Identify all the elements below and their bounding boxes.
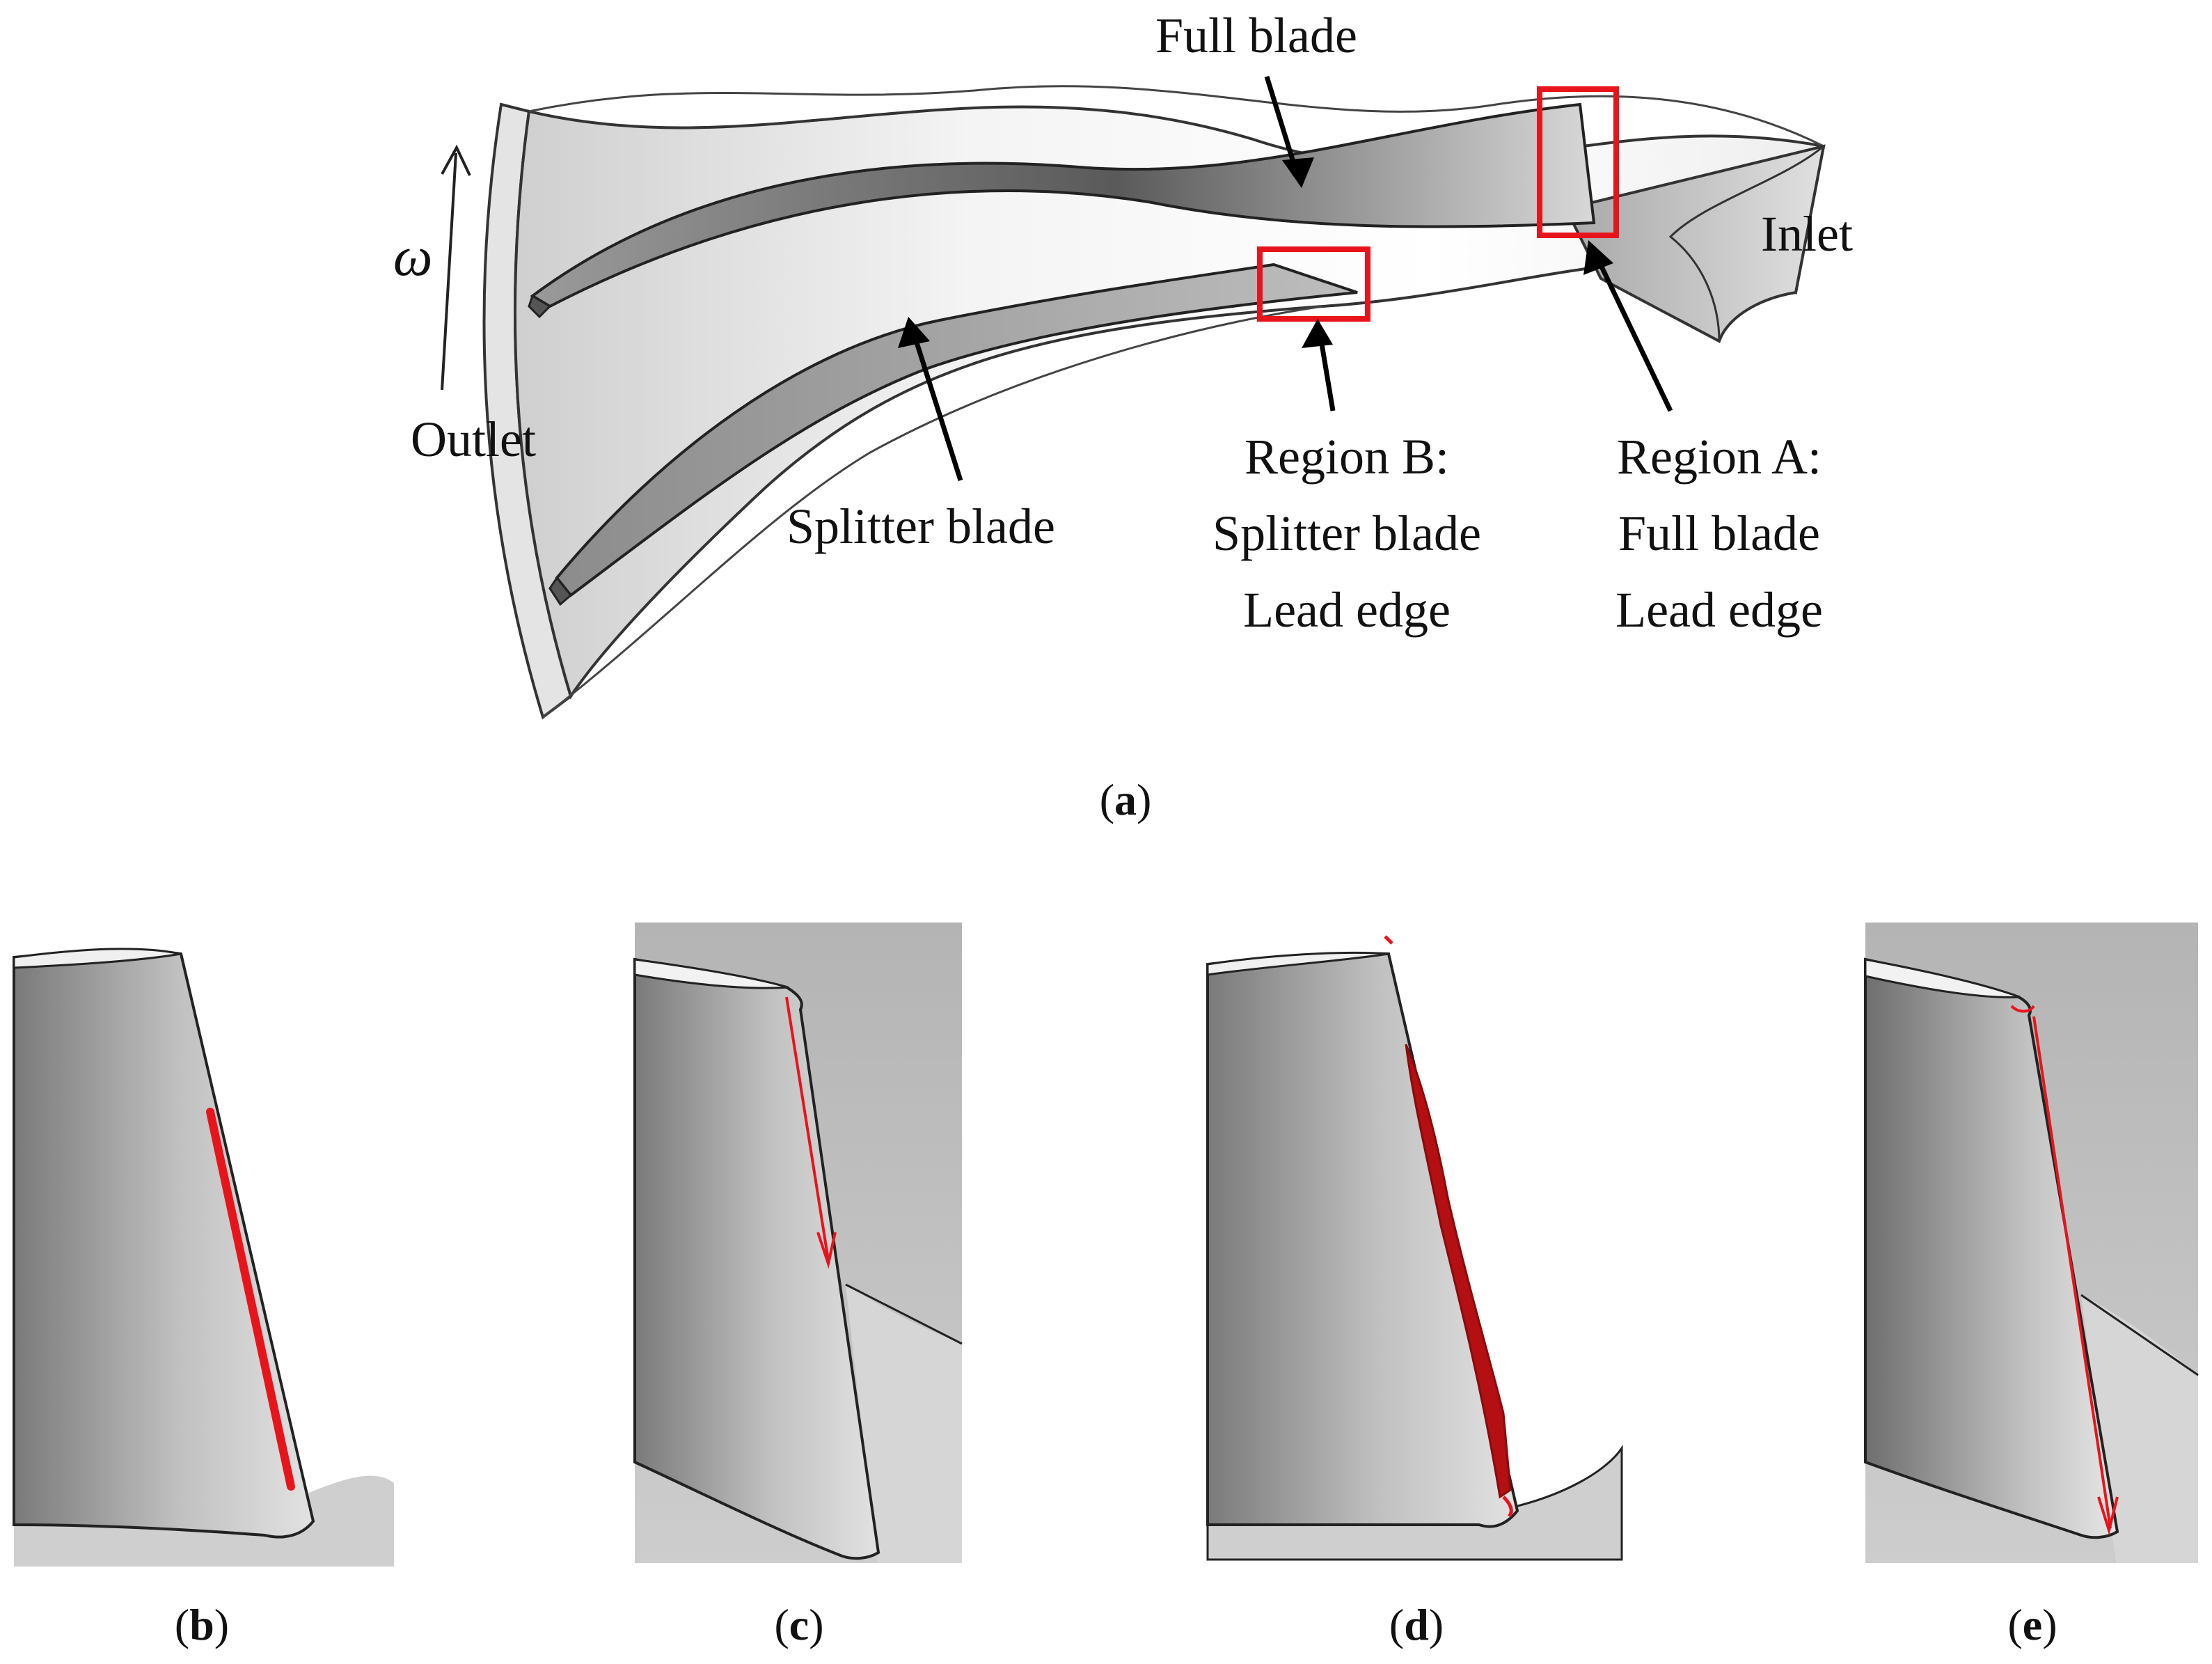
arrow-full-blade-head xyxy=(1282,157,1314,188)
shroud-line-top xyxy=(528,85,1824,148)
inlet-ring xyxy=(1668,145,1824,342)
panel-d-tip-marker xyxy=(1384,935,1393,945)
caption-a-letter: a xyxy=(1114,775,1137,824)
hub-line-bottom xyxy=(542,305,1323,719)
splitter-blade-tip-cap xyxy=(548,576,573,606)
region-b-highlight-box xyxy=(1257,246,1370,322)
label-inlet: Inlet xyxy=(1761,206,1853,262)
arrow-region-a xyxy=(1591,249,1673,412)
caption-d: (d) xyxy=(1389,1600,1444,1649)
panel-b-leading-edge-marker xyxy=(206,1108,295,1491)
label-splitter-blade: Splitter blade xyxy=(787,499,1055,554)
label-outlet: Outlet xyxy=(411,411,536,467)
panel-e-blade-tip xyxy=(1864,958,2021,998)
label-region-b-line-2: Splitter blade xyxy=(1212,505,1481,561)
caption-e-letter: e xyxy=(2023,1600,2042,1649)
panel-c-leading-edge-marker xyxy=(785,996,830,1261)
panel-e: (e) xyxy=(1864,923,2199,1649)
full-blade xyxy=(530,102,1596,308)
arrow-splitter-blade-head xyxy=(898,317,930,348)
arrow-splitter-blade xyxy=(909,326,963,482)
caption-c-letter: c xyxy=(789,1600,809,1649)
splitter-blade xyxy=(555,262,1358,597)
region-a-highlight-box xyxy=(1537,86,1619,238)
panel-d-separation-region xyxy=(1405,1044,1512,1499)
arrow-region-a-head xyxy=(1583,240,1613,275)
caption-b: (b) xyxy=(175,1600,229,1649)
label-full-blade: Full blade xyxy=(1155,8,1357,63)
label-region-b-line-1: Region B: xyxy=(1245,429,1449,485)
panel-a-impeller-passage: Full blade Inlet ω Outlet Splitter blade… xyxy=(393,8,1853,824)
caption-a: (a) xyxy=(1100,775,1152,824)
panel-b: (b) xyxy=(13,948,394,1649)
caption-e: (e) xyxy=(2007,1600,2057,1649)
panel-d-blade xyxy=(1206,952,1519,1528)
panel-c: (c) xyxy=(633,923,963,1649)
panel-e-hub-edge xyxy=(2080,1294,2199,1376)
panel-c-blade-tip xyxy=(633,958,789,989)
panel-b-blade xyxy=(13,949,315,1539)
label-region-a-line-1: Region A: xyxy=(1617,429,1822,485)
label-region-a-line-3: Lead edge xyxy=(1615,582,1823,638)
label-region-a-line-2: Full blade xyxy=(1618,505,1820,561)
panel-d-hub-marker xyxy=(1502,1496,1513,1518)
caption-b-letter: b xyxy=(189,1600,214,1649)
panel-d: (d) xyxy=(1206,935,1623,1649)
label-region-b-line-3: Lead edge xyxy=(1243,582,1451,638)
arrows xyxy=(898,75,1673,482)
full-blade-tip-cap xyxy=(528,294,552,319)
arrow-region-b-head xyxy=(1302,319,1333,348)
caption-c: (c) xyxy=(774,1600,823,1649)
panel-b-blade-tip xyxy=(13,948,182,969)
caption-d-letter: d xyxy=(1404,1600,1429,1649)
rotation-arrow xyxy=(441,144,471,391)
panel-e-tip-marker xyxy=(2010,1005,2035,1013)
panel-e-leading-edge-marker xyxy=(2032,1016,2112,1529)
panel-c-hub-edge xyxy=(845,1283,963,1345)
panel-d-blade-tip xyxy=(1206,951,1389,976)
label-omega: ω xyxy=(393,226,432,288)
panel-c-hub xyxy=(846,1285,962,1563)
